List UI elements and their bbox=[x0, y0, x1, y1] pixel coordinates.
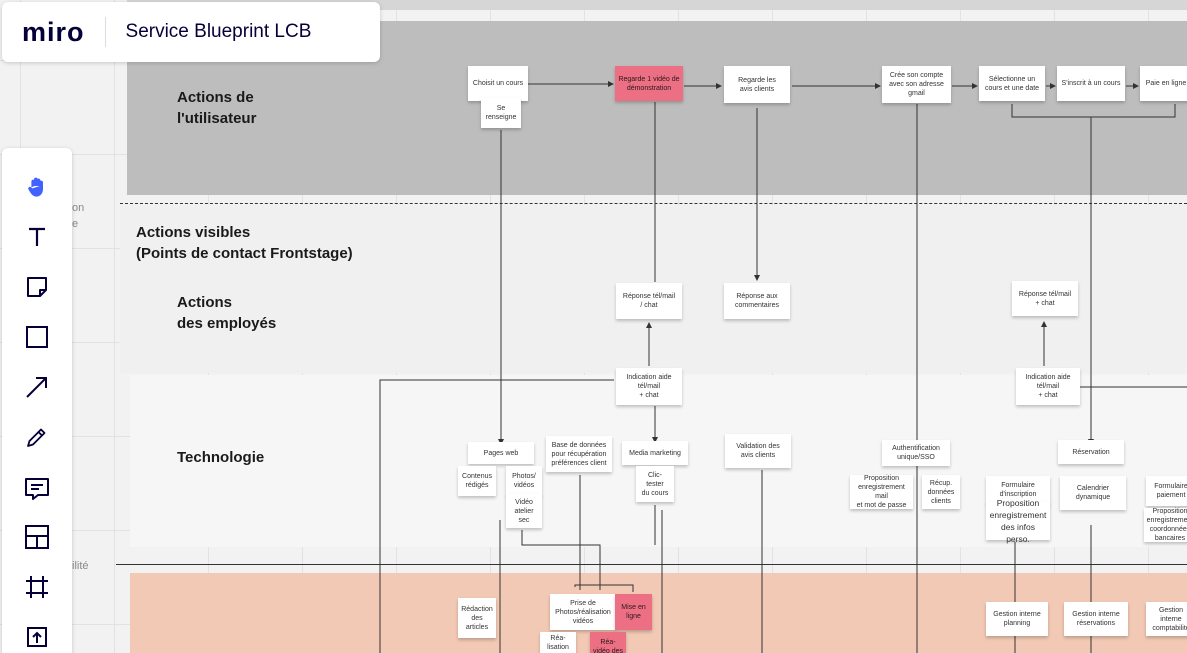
note-realisation-video-2[interactable]: Réa- vidéo des bbox=[590, 632, 626, 653]
line-of-visibility-label: ilité bbox=[72, 560, 89, 572]
top-strip bbox=[127, 0, 1187, 10]
left-toolbar bbox=[2, 148, 72, 653]
pen-icon[interactable] bbox=[22, 422, 52, 452]
note-selectionne-cours[interactable]: Sélectionne un cours et une date bbox=[979, 66, 1045, 101]
note-prise-photos[interactable]: Prise de Photos/réalisation vidéos bbox=[550, 594, 616, 630]
hand-tool-icon[interactable] bbox=[22, 172, 52, 202]
note-proposition-mail[interactable]: Proposition enregistrement mail et mot d… bbox=[850, 475, 913, 509]
note-paie-en-ligne[interactable]: Paie en ligne bbox=[1140, 66, 1187, 101]
note-regarde-avis[interactable]: Regarde les avis clients bbox=[724, 66, 790, 103]
note-choisit-cours[interactable]: Choisit un cours bbox=[468, 66, 528, 101]
note-contenus-rediges[interactable]: Contenus rédigés bbox=[458, 466, 496, 496]
shape-icon[interactable] bbox=[22, 322, 52, 352]
note-indication-aide-1[interactable]: Indication aide tél/mail + chat bbox=[616, 368, 682, 405]
note-gestion-reservations[interactable]: Gestion interne réservations bbox=[1064, 602, 1128, 636]
note-proposition-bancaires[interactable]: Proposition enregistrement coordonnées b… bbox=[1144, 508, 1187, 542]
line-of-interaction-label: on e bbox=[72, 202, 85, 230]
sticky-note-icon[interactable] bbox=[22, 272, 52, 302]
note-photos-videos[interactable]: Photos/ vidéos bbox=[506, 466, 542, 496]
note-reponse-tel-mail-chat[interactable]: Réponse tél/mail + chat bbox=[1012, 281, 1078, 316]
note-realisation-video[interactable]: Réa- lisation vidéo bbox=[540, 632, 576, 653]
note-formulaire-paiement[interactable]: Formulaire paiement bbox=[1146, 476, 1187, 506]
note-gestion-planning[interactable]: Gestion interne planning bbox=[986, 602, 1048, 636]
upload-icon[interactable] bbox=[22, 622, 52, 652]
note-authentification[interactable]: Authentification unique/SSO bbox=[882, 440, 950, 466]
lane-label-employees: Actions des employés bbox=[177, 294, 277, 332]
miro-logo[interactable]: miro bbox=[22, 16, 85, 47]
note-gestion-comptabilite[interactable]: Gestion interne comptabilité bbox=[1146, 602, 1187, 636]
note-proposition-infos-perso[interactable]: Proposition enregistrement des infos per… bbox=[986, 498, 1050, 544]
note-redaction-articles[interactable]: Rédaction des articles bbox=[458, 598, 496, 638]
note-mise-en-ligne[interactable]: Mise en ligne bbox=[615, 594, 652, 630]
board-title[interactable]: Service Blueprint LCB bbox=[125, 21, 312, 42]
line-of-visibility bbox=[116, 564, 1187, 565]
note-regarde-video[interactable]: Regarde 1 vidéo de démonstration bbox=[615, 66, 683, 101]
note-media-marketing[interactable]: Media marketing bbox=[622, 441, 688, 465]
note-pages-web[interactable]: Pages web bbox=[468, 442, 534, 464]
note-reponse-commentaires[interactable]: Réponse aux commentaires bbox=[724, 283, 790, 319]
note-calendrier-dynamique[interactable]: Calendrier dynamique bbox=[1060, 476, 1126, 510]
note-video-atelier[interactable]: Vidéo atelier sec bbox=[506, 494, 542, 528]
lane-label-user-actions: Actions de l'utilisateur bbox=[177, 89, 257, 127]
line-of-interaction bbox=[120, 203, 1187, 204]
templates-icon[interactable] bbox=[22, 522, 52, 552]
lane-label-technology: Technologie bbox=[177, 449, 265, 466]
text-tool-icon[interactable] bbox=[22, 222, 52, 252]
note-reservation[interactable]: Réservation bbox=[1058, 440, 1124, 464]
note-clic-tester[interactable]: Clic- tester du cours bbox=[636, 466, 674, 502]
comment-icon[interactable] bbox=[22, 474, 52, 504]
note-base-donnees[interactable]: Base de données pour récupération préfér… bbox=[546, 436, 612, 472]
note-validation-avis[interactable]: Validation des avis clients bbox=[725, 434, 791, 468]
lane-label-frontstage: Actions visibles (Points de contact Fron… bbox=[136, 224, 353, 262]
header-divider bbox=[104, 17, 106, 47]
note-indication-aide-2[interactable]: Indication aide tél/mail + chat bbox=[1016, 368, 1080, 405]
note-inscrit-cours[interactable]: S'inscrit à un cours bbox=[1057, 66, 1125, 101]
note-se-renseigne[interactable]: Se renseigne bbox=[481, 98, 521, 128]
arrow-connector-icon[interactable] bbox=[22, 372, 52, 402]
note-reponse-tel-mail[interactable]: Réponse tél/mail / chat bbox=[616, 283, 682, 319]
note-formulaire-inscription[interactable]: Formulaire d'inscription bbox=[986, 476, 1050, 504]
frame-icon[interactable] bbox=[22, 572, 52, 602]
note-cree-compte[interactable]: Crée son compte avec son adresse gmail bbox=[882, 66, 951, 103]
board-header: miro Service Blueprint LCB bbox=[2, 2, 380, 62]
note-recup-donnees[interactable]: Récup. données clients bbox=[922, 475, 960, 509]
